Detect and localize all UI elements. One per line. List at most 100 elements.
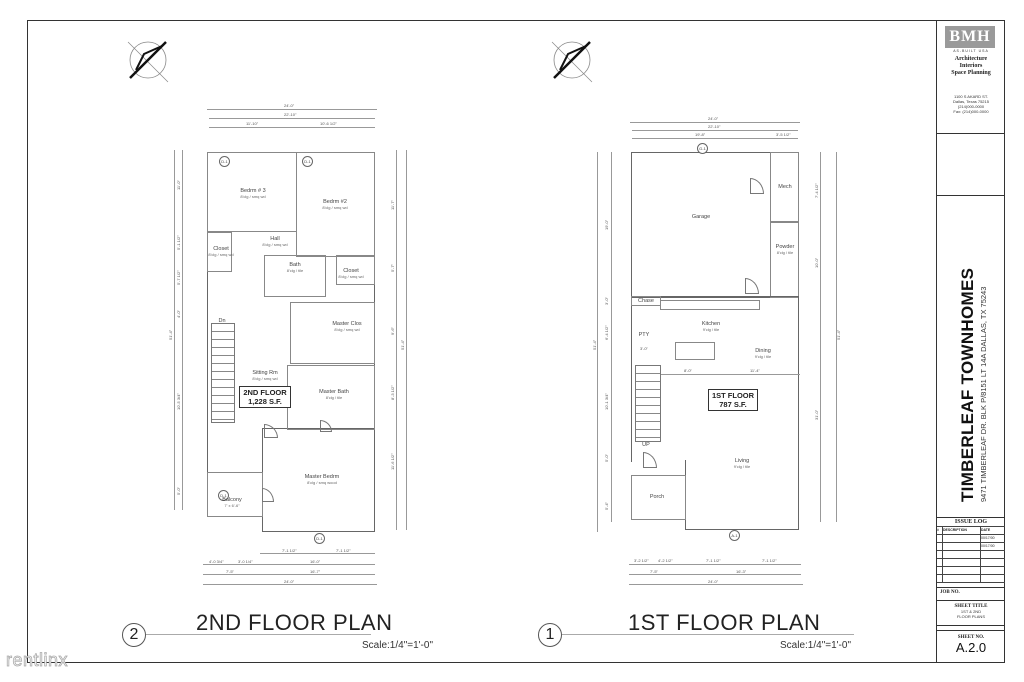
room-label: Porch	[649, 494, 665, 500]
sheet-title-value: 1ST & 2ND	[960, 609, 982, 614]
master-closet-walls	[290, 302, 375, 364]
firm-logo: BMH	[945, 26, 995, 48]
dim-label: 11'-7"	[390, 200, 395, 210]
room-label: Mech	[778, 184, 792, 190]
dim-label: 3'-0"	[640, 346, 648, 351]
issue-log-row: 00/17/00	[937, 543, 1005, 551]
living-wall	[685, 460, 799, 530]
north-arrow-icon	[551, 41, 593, 83]
blank-panel	[937, 134, 1005, 196]
plan-number-badge: 2	[122, 623, 146, 647]
dim-label: 11'-0"	[176, 180, 181, 190]
firm-line: Architecture	[954, 56, 988, 62]
room-label: Dn	[218, 318, 226, 324]
firm-line: Space Planning	[951, 70, 991, 76]
porch-outline	[631, 475, 686, 520]
address-line: Dallas, Texas 75215	[953, 99, 989, 104]
plan-scale: Scale:1/4"=1'-0"	[362, 640, 433, 651]
dim-label: 31'-0"	[814, 409, 819, 420]
dim-label: 51'-4"	[400, 339, 405, 350]
dim-label: 7'-5"	[650, 569, 658, 574]
dim-label: 16'-7"	[310, 569, 321, 574]
sheet-number: SHEET NO. A.2.0	[937, 630, 1005, 663]
dim-label: 3'-0"	[604, 297, 609, 305]
sheet-no-value: A.2.0	[955, 640, 987, 655]
firm-line: Interiors	[959, 63, 983, 69]
dim-label: 11'-6 1/2"	[390, 453, 395, 470]
dim-label: 4'-0"	[176, 310, 181, 318]
issue-log: ISSUE LOG # DESCRIPTION DATE 00/17/00 00…	[937, 518, 1005, 588]
firm-info: BMH AS-BUILT USA Architecture Interiors …	[937, 20, 1005, 134]
dim-label: 5'-7"	[390, 264, 395, 272]
dim-label: 5'-4"	[604, 502, 609, 510]
kitchen-counter	[660, 300, 760, 310]
logo-subtitle: AS-BUILT USA	[953, 49, 989, 53]
dim-label: 22'-10"	[284, 112, 297, 117]
dim-label: 7'-1 1/2"	[706, 558, 721, 563]
dim-label: 5'-7 1/2"	[176, 270, 181, 285]
dim-label: 5'-1 1/2"	[176, 235, 181, 250]
room-label: UP	[642, 442, 650, 448]
project-panel: TIMBERLEAF TOWNHOMES 9471 TIMBERLEAF DR.…	[937, 196, 1005, 518]
dim-label: 9'-6"	[390, 327, 395, 335]
address-line: Fax: (214)000-0000	[953, 109, 989, 114]
room-label: Garage	[691, 214, 711, 220]
dim-label: 24'-0"	[284, 103, 295, 108]
dim-label: 5'-0"	[176, 487, 181, 495]
dim-label: 3'-5 1/2"	[776, 132, 791, 137]
stairs	[635, 365, 661, 442]
address-line: 1100 S AKARD ST.	[954, 94, 988, 99]
north-arrow-icon	[127, 41, 169, 83]
dim-label: 19'-8"	[695, 132, 706, 137]
issue-log-header: # DESCRIPTION DATE	[937, 527, 1005, 535]
dim-label: 3'-0 1/4"	[238, 559, 253, 564]
watermark: rentlinx	[6, 650, 69, 671]
mech-walls	[770, 152, 799, 222]
dim-label: 22'-10"	[708, 124, 721, 129]
dim-label: 24'-0"	[708, 579, 719, 584]
master-bedroom-wall	[262, 428, 375, 532]
dim-label: 11'-10"	[246, 121, 259, 126]
dim-label: 7'-1 1/2"	[282, 548, 297, 553]
dim-label: 8'-0"	[684, 368, 692, 373]
dim-label: 7'-5"	[226, 569, 234, 574]
plan-scale: Scale:1/4"=1'-0"	[780, 640, 851, 651]
dim-label: 19'-0"	[604, 219, 609, 230]
address-line: (214)000-0000	[957, 104, 985, 109]
issue-log-row: 00/17/00	[937, 535, 1005, 543]
kitchen-island	[675, 342, 715, 360]
balcony-outline	[207, 472, 263, 517]
dim-label: 51'-4"	[592, 339, 597, 350]
sheet-title-value: FLOOR PLANS	[956, 614, 985, 619]
dim-label: 3'-2 1/2"	[634, 558, 649, 563]
plan-title: 2ND FLOOR PLAN	[196, 610, 393, 635]
issue-log-row	[937, 551, 1005, 559]
bath-walls	[264, 255, 326, 297]
dim-label: 11'-4"	[750, 368, 760, 373]
dim-label: 7'-1 1/2"	[762, 558, 777, 563]
job-no: JOB NO.	[937, 588, 1005, 601]
room-label: PTY	[638, 332, 650, 338]
dim-label: 24'-0"	[708, 116, 719, 121]
issue-log-row	[937, 567, 1005, 575]
dim-label: 16'-0"	[310, 559, 321, 564]
dim-label: 10'-6 1/2"	[320, 121, 337, 126]
sheet-border	[27, 20, 1005, 663]
issue-log-row	[937, 575, 1005, 583]
bedroom2-walls	[296, 152, 375, 257]
plan-title: 1ST FLOOR PLAN	[628, 610, 821, 635]
plan-number-badge: 1	[538, 623, 562, 647]
dim-label: 6'-4 1/2"	[604, 325, 609, 340]
project-address: 9471 TIMBERLEAF DR. BLK P/8151 LT 14A DA…	[979, 286, 988, 502]
